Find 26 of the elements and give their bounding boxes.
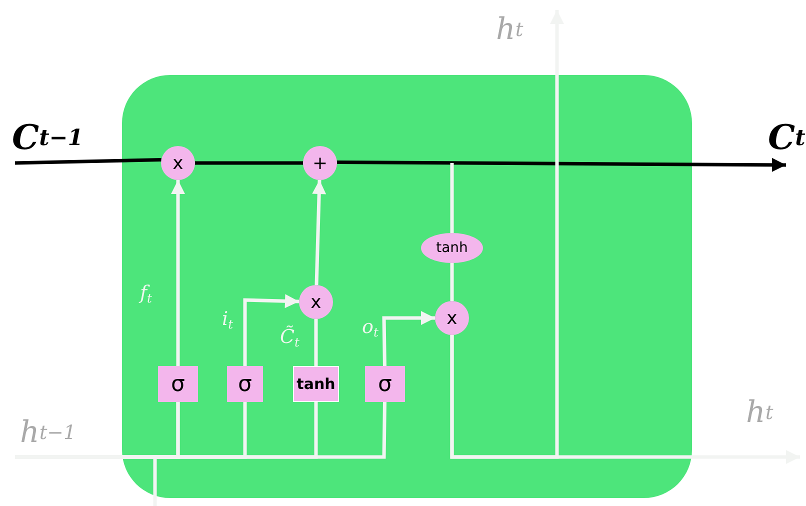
connector-line	[153, 402, 180, 506]
edge-label: f$_{t}$	[140, 282, 152, 306]
gate-box: σ	[158, 366, 198, 402]
edge-label: i$_{t}$	[222, 308, 234, 332]
lstm-cell-box	[122, 75, 692, 498]
connector-line	[450, 263, 454, 301]
gate-box: σ	[365, 366, 405, 402]
connector-line	[450, 163, 454, 233]
connector-line	[195, 161, 303, 165]
gate-box: tanh	[293, 366, 339, 402]
arrow	[171, 180, 185, 366]
operation-circle: x	[435, 301, 469, 335]
operation-circle: +	[303, 146, 337, 180]
arrow	[336, 158, 786, 172]
edge-label: o$_{t}$	[362, 316, 378, 340]
arrow	[450, 335, 800, 464]
gate-box: σ	[227, 366, 263, 402]
operation-circle: x	[161, 146, 195, 180]
connector-line	[14, 158, 162, 165]
activation-ellipse: tanh	[421, 233, 483, 263]
arrow	[382, 311, 435, 366]
connector-line	[314, 319, 318, 366]
arrow	[312, 180, 326, 286]
arrow	[243, 294, 300, 366]
operation-circle: x	[299, 285, 333, 319]
edge-label: C̃$_{t}$	[280, 326, 300, 350]
